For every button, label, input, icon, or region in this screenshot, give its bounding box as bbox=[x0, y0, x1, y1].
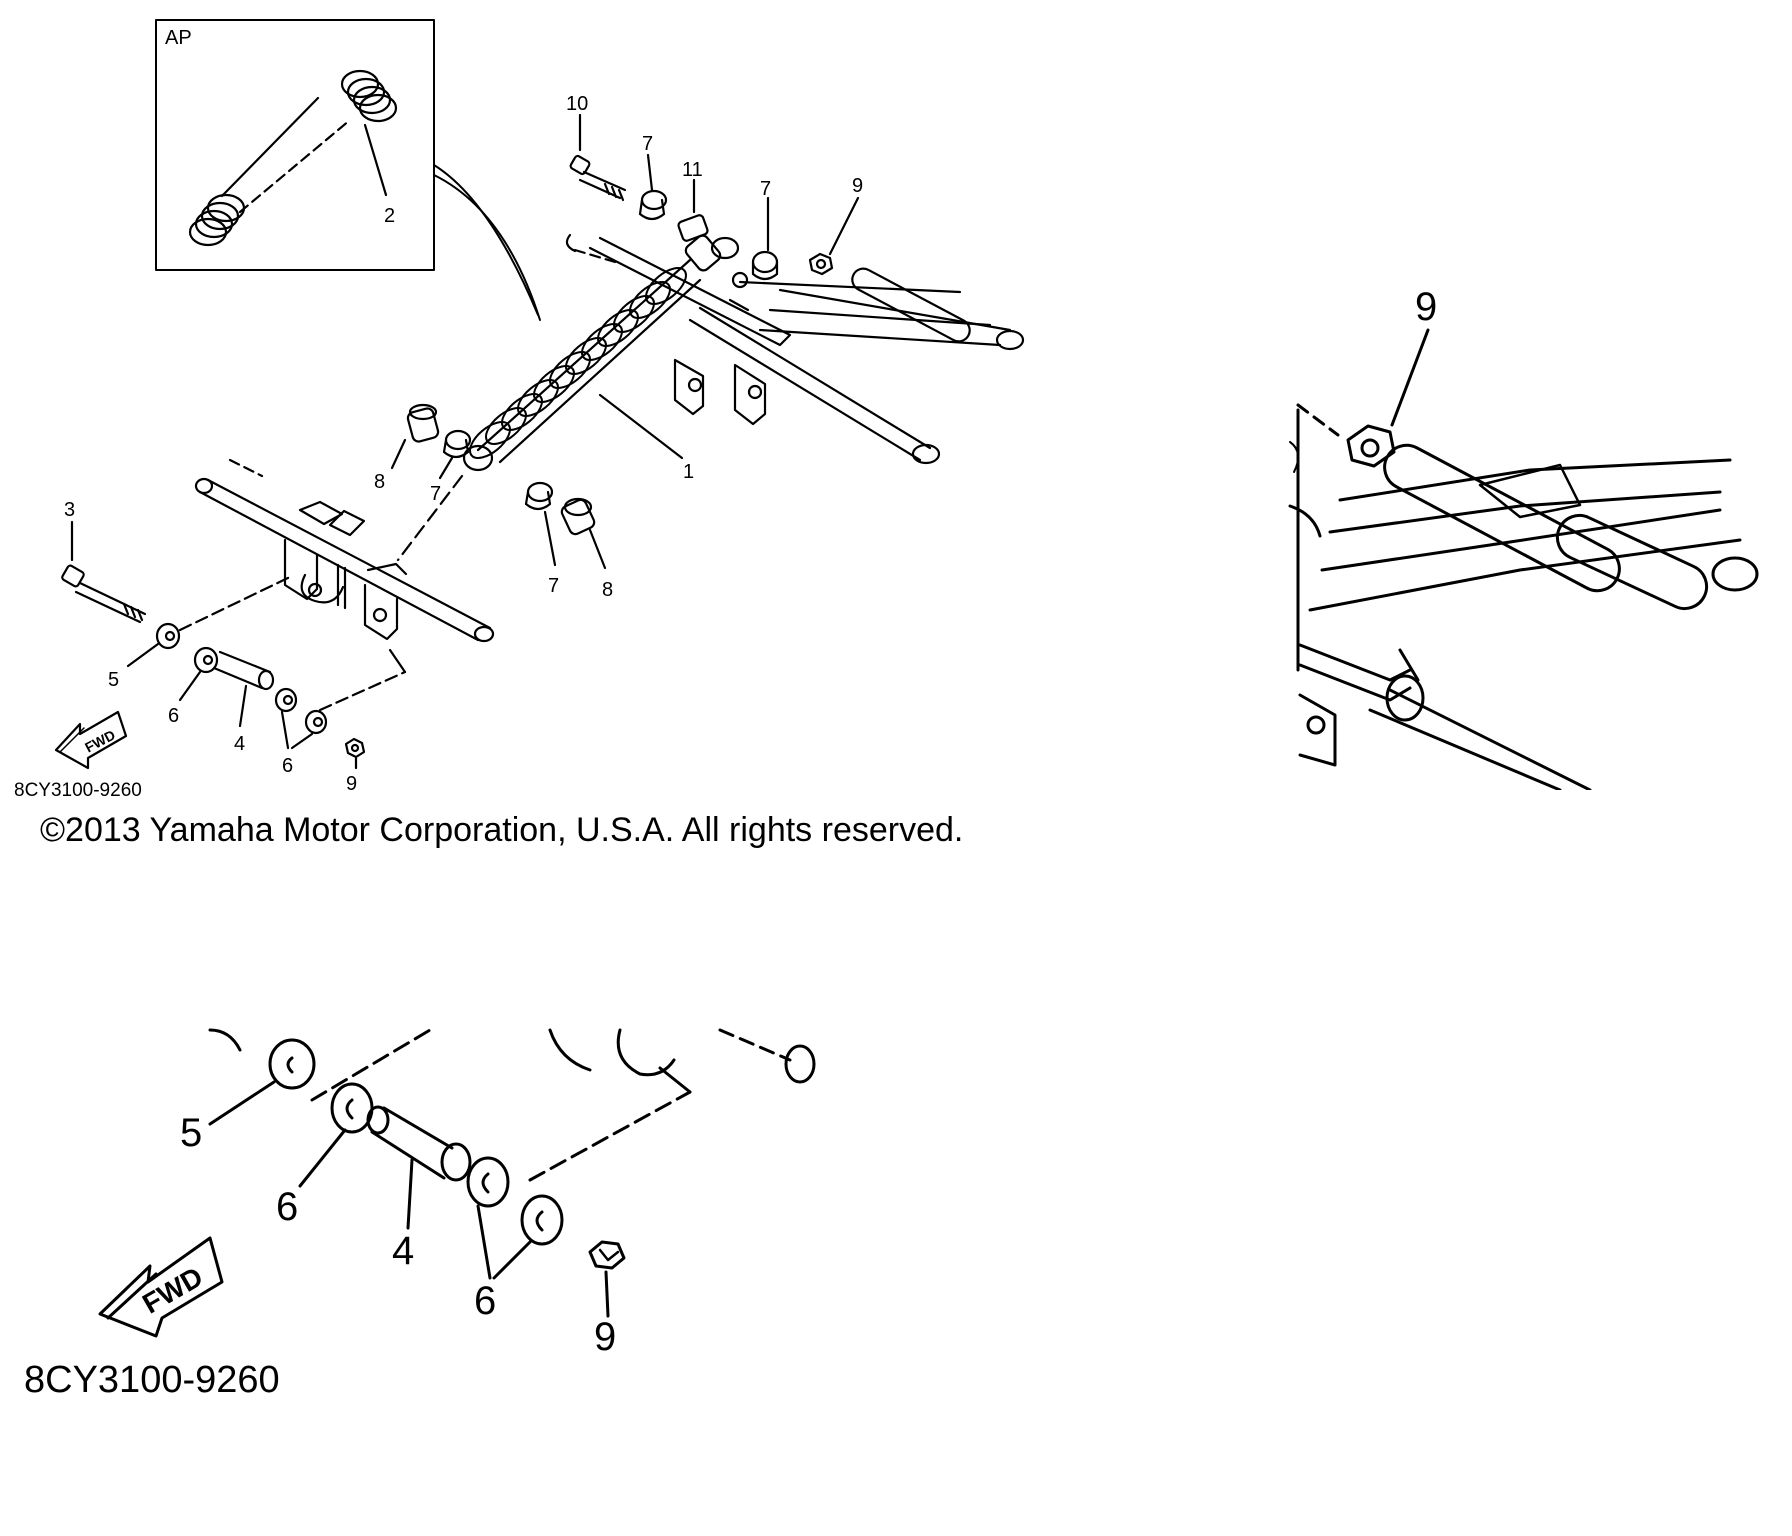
zoom-figure-code: 8CY3100-9260 bbox=[24, 1359, 280, 1401]
washer-5 bbox=[268, 1038, 316, 1090]
callout-1: 1 bbox=[683, 461, 694, 483]
fwd-arrow-icon: FWD bbox=[54, 710, 128, 770]
upper-hardware: 10 7 11 7 9 bbox=[566, 93, 863, 281]
zoom-callout-4: 4 bbox=[392, 1229, 414, 1273]
ap-inset-label: AP bbox=[165, 27, 192, 49]
copyright-notice: ©2013 Yamaha Motor Corporation, U.S.A. A… bbox=[40, 811, 964, 849]
callout-8-lower: 8 bbox=[602, 579, 613, 601]
callout-3: 3 bbox=[64, 499, 75, 521]
figure-code: 8CY3100-9260 bbox=[14, 780, 142, 801]
washer-6-a bbox=[330, 1082, 374, 1134]
callout-6-right: 6 bbox=[282, 755, 293, 777]
zoom-callout-9: 9 bbox=[594, 1315, 616, 1359]
main-exploded-diagram: AP 2 bbox=[0, 0, 1080, 880]
zoom-right-callout-9: 9 bbox=[1415, 285, 1437, 329]
zoom-detail-rear-arm: 9 bbox=[1280, 270, 1792, 790]
bolt-10 bbox=[569, 154, 627, 202]
nut-9-detail bbox=[1346, 424, 1396, 468]
callout-11: 11 bbox=[682, 159, 703, 181]
front-arm-assembly bbox=[194, 458, 495, 643]
callout-7-top-b: 7 bbox=[760, 178, 771, 200]
collar-7-right bbox=[751, 250, 779, 281]
bushing-11 bbox=[677, 214, 709, 242]
bolt-3 bbox=[61, 564, 147, 624]
zoom-callout-5: 5 bbox=[180, 1111, 202, 1155]
zoom-detail-lower-hardware: 5 6 4 6 9 FWD 8CY3100-9260 bbox=[0, 1020, 860, 1480]
callout-7-top-a: 7 bbox=[642, 133, 653, 155]
washer-6-b bbox=[466, 1156, 510, 1208]
zoom-callout-6-a: 6 bbox=[276, 1185, 298, 1229]
callout-5: 5 bbox=[108, 669, 119, 691]
spring-rubber-sleeve bbox=[188, 69, 398, 247]
lower-hardware bbox=[155, 574, 407, 759]
fwd-arrow-icon-large: FWD bbox=[98, 1236, 224, 1338]
collar-7-top bbox=[638, 189, 668, 221]
callout-2: 2 bbox=[384, 205, 395, 227]
rear-arm-assembly bbox=[565, 233, 1025, 465]
ap-inset-box: AP 2 bbox=[155, 19, 435, 271]
pin-4 bbox=[366, 1105, 472, 1182]
callout-4: 4 bbox=[234, 733, 245, 755]
washer-6-c bbox=[520, 1194, 564, 1246]
nut-9-detail-bottom bbox=[588, 1240, 626, 1270]
rear-shock-absorber bbox=[462, 234, 740, 472]
callout-7-lower: 7 bbox=[548, 575, 559, 597]
callout-10: 10 bbox=[566, 93, 588, 115]
callout-9-lower: 9 bbox=[346, 773, 357, 795]
callout-9-top: 9 bbox=[852, 175, 863, 197]
middle-collars: 8 7 7 8 bbox=[374, 403, 613, 601]
nut-9-top bbox=[808, 252, 834, 276]
callout-8-mid: 8 bbox=[374, 471, 385, 493]
callout-6-left: 6 bbox=[168, 705, 179, 727]
zoom-callout-6-b: 6 bbox=[474, 1279, 496, 1323]
callout-7-mid: 7 bbox=[430, 483, 441, 505]
